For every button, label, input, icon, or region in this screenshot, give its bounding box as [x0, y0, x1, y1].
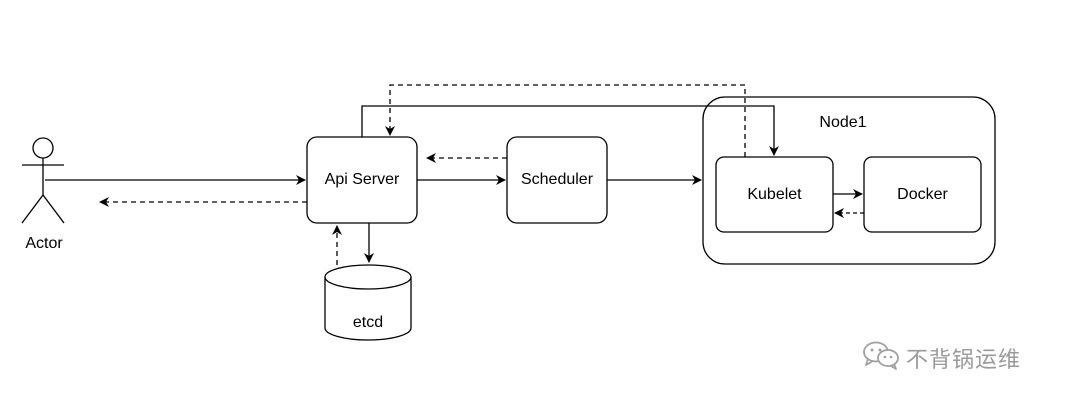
edge-kubelet-to-api-server [385, 84, 746, 157]
kubelet-label: Kubelet [747, 186, 802, 203]
node-label: Node1 [819, 114, 867, 131]
wechat-icon [862, 340, 900, 375]
docker-box [863, 156, 982, 233]
api-server-label: Api Server [324, 171, 400, 188]
etcd-label: etcd [352, 314, 384, 331]
actor-figure [21, 137, 65, 224]
edge-api-server-to-kubelet [361, 105, 779, 156]
scheduler-label: Scheduler [520, 171, 594, 188]
actor-label: Actor [25, 235, 63, 252]
docker-label: Docker [897, 186, 948, 203]
etcd-cylinder [324, 264, 412, 341]
watermark-text: 不背锅运维 [906, 347, 1022, 373]
watermark: 不背锅运维 [862, 340, 1021, 375]
